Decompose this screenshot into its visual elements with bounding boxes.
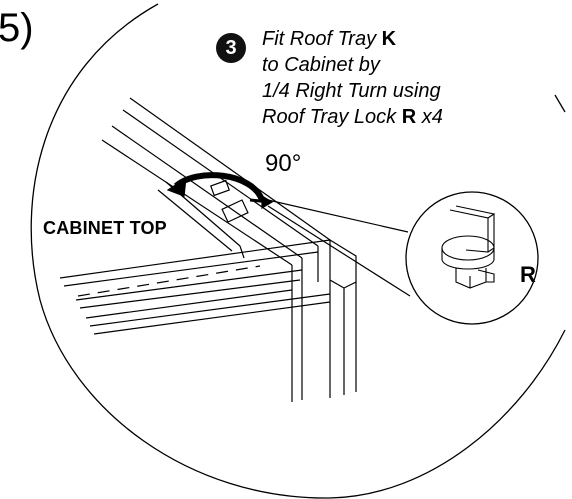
step-instruction: Fit Roof Tray K to Cabinet by 1/4 Right …: [262, 26, 443, 130]
part-k-label: K: [381, 28, 397, 50]
roof-tray-lock-part: [441, 205, 496, 289]
cabinet-top-frame: [59, 97, 357, 402]
turn-arrow-icon: [261, 194, 274, 210]
detail-part-label: R: [520, 262, 536, 287]
cabinet-top-label: CABINET TOP: [43, 218, 167, 238]
rotation-angle-label: 90°: [265, 150, 302, 177]
rotation-arrow-icon: [166, 172, 274, 210]
lock-slot: [210, 179, 249, 223]
step-number-badge: 3: [216, 33, 246, 63]
leader-line: [267, 199, 409, 233]
figure-edge-character: 5): [0, 6, 34, 50]
scope-circle: [30, 3, 566, 499]
instruction-line-2: to Cabinet by: [262, 54, 380, 76]
instruction-line-3: 1/4 Right Turn using: [262, 80, 441, 102]
detail-circle: [405, 191, 539, 325]
instruction-line-1: Fit Roof Tray K: [262, 28, 397, 50]
instruction-line-4: Roof Tray Lock R x4: [262, 106, 443, 128]
part-r-label: R: [401, 106, 417, 128]
